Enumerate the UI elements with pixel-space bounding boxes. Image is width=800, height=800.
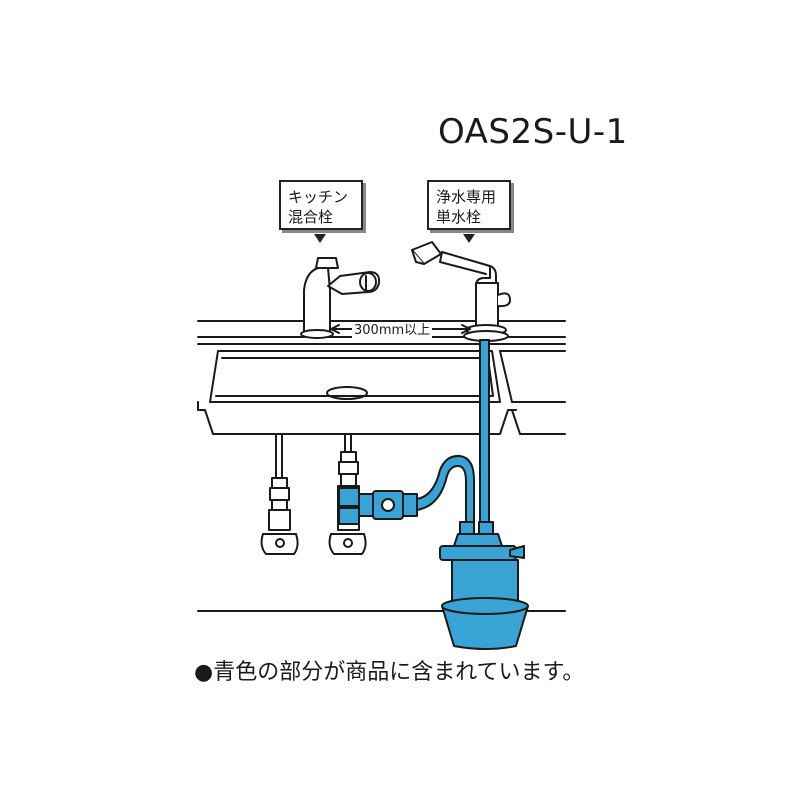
filter-cartridge [439,521,529,650]
product-note: ●青色の部分が商品に含まれています。 [194,660,585,685]
purifier-supply-tube [479,339,490,525]
kitchen-faucet-label-line1: キッチン [288,188,349,206]
purifier-faucet-label-line1: 浄水専用 [436,188,497,206]
kitchen-faucet [300,257,381,339]
sink-basin [197,350,566,435]
kitchen-faucet-label: キッチン 混合栓 [279,180,363,230]
purifier-faucet-label: 浄水専用 単水栓 [427,180,511,230]
arrow-down-icon [463,234,475,243]
purifier-faucet-label-line2: 単水栓 [436,208,482,226]
branch-tee-and-hose [338,454,475,525]
purifier-faucet [411,241,511,342]
distance-label: 300mm以上 [352,323,433,339]
model-code: OAS2S-U-1 [438,112,628,152]
kitchen-faucet-label-line2: 混合栓 [288,208,334,226]
arrow-down-icon [314,234,326,243]
left-supply-valve [260,433,299,555]
